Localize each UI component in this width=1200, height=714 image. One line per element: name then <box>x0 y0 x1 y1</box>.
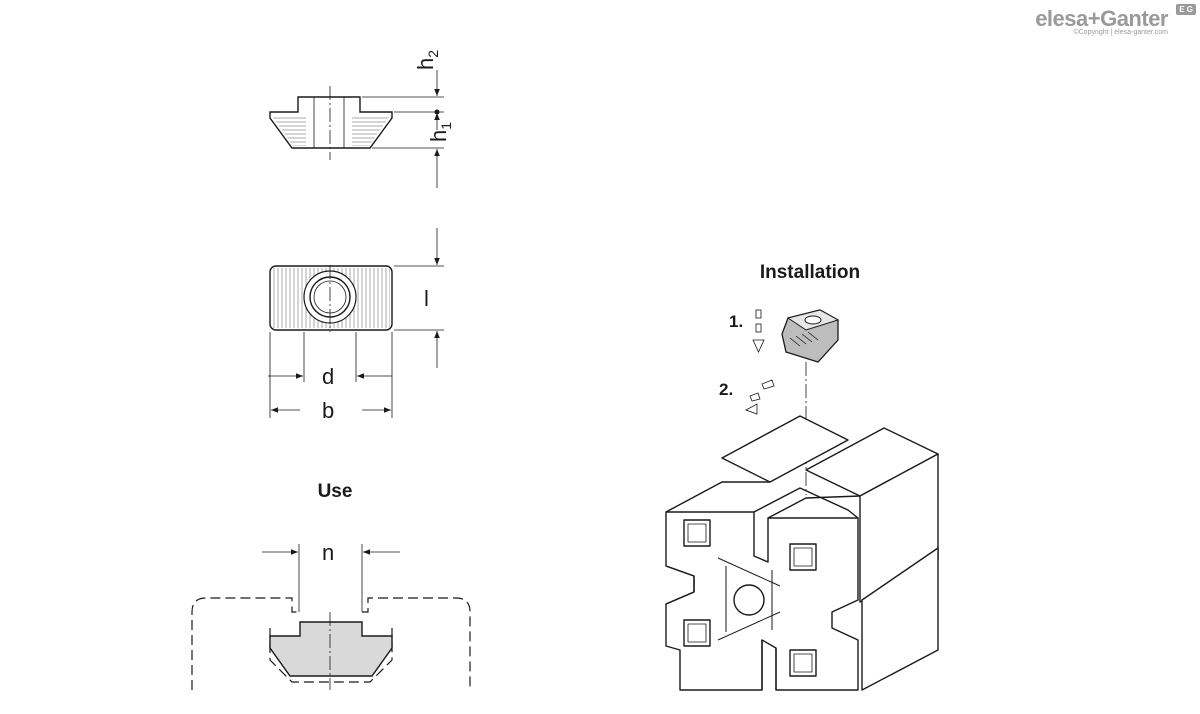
b-label: b <box>322 398 334 423</box>
t-nut-icon <box>781 309 840 363</box>
step-1-label: 1. <box>729 312 743 331</box>
brand-copyright: ©Copyright | elesa-ganter.com <box>1073 29 1168 36</box>
use-drawing <box>191 544 471 690</box>
brand-name: elesa+Ganter <box>1035 6 1168 31</box>
n-label: n <box>322 540 334 565</box>
brand-logo: elesa+Ganter ©Copyright | elesa-ganter.c… <box>1035 6 1168 36</box>
aluminium-profile-drawing <box>665 415 939 691</box>
step-2-rotate-icon <box>745 379 775 415</box>
d-label: d <box>322 364 334 389</box>
step-1-arrow-icon <box>752 309 765 353</box>
use-title: Use <box>318 481 353 502</box>
side-view-drawing <box>269 70 444 188</box>
installation-title: Installation <box>760 262 860 283</box>
h1-label: h1 <box>426 122 454 142</box>
l-label: l <box>424 286 429 311</box>
top-view-drawing <box>268 228 444 418</box>
h2-label: h2 <box>413 50 441 70</box>
step-2-label: 2. <box>719 380 733 399</box>
brand-badge: E G <box>1176 4 1196 15</box>
